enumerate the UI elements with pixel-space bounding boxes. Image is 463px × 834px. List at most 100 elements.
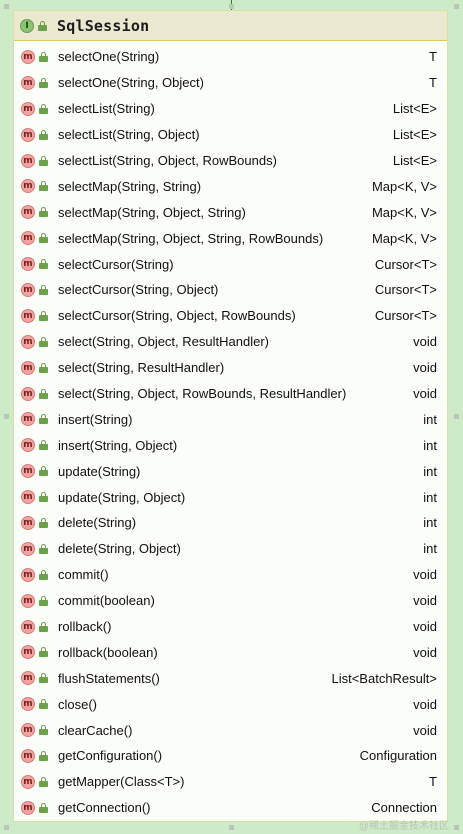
method-icon: m <box>21 697 35 712</box>
public-lock-icon <box>39 725 48 736</box>
method-signature: clearCache() <box>58 722 133 738</box>
method-return-type: void <box>413 386 437 402</box>
method-return-type: Map<K, V> <box>371 204 437 220</box>
public-lock-icon <box>39 103 48 114</box>
method-signature: insert(String) <box>58 411 133 427</box>
method-return-type: Configuration <box>359 748 437 764</box>
method-signature: select(String, Object, ResultHandler) <box>58 334 269 350</box>
resize-handle-bottom-center[interactable] <box>229 825 234 830</box>
method-return-type: void <box>413 567 437 583</box>
method-return-type: Map<K, V> <box>371 230 437 246</box>
resize-handle-bottom-left[interactable] <box>4 825 9 830</box>
method-icon: m <box>21 386 35 401</box>
method-row[interactable]: m getConfiguration() Configuration <box>14 743 447 769</box>
method-icon: m <box>21 412 35 427</box>
public-lock-icon <box>39 569 48 580</box>
public-lock-icon <box>39 336 48 347</box>
method-signature: select(String, ResultHandler) <box>58 360 225 376</box>
method-icon: m <box>21 231 35 246</box>
resize-handle-middle-right[interactable] <box>454 414 459 419</box>
public-lock-icon <box>39 388 48 399</box>
method-return-type: void <box>413 696 437 712</box>
resize-handle-top-center[interactable] <box>229 4 234 9</box>
public-lock-icon <box>39 750 48 761</box>
public-lock-icon <box>39 543 48 554</box>
public-lock-icon <box>39 362 48 373</box>
resize-handle-top-left[interactable] <box>4 4 9 9</box>
method-return-type: List<E> <box>392 127 437 143</box>
resize-handle-middle-left[interactable] <box>4 414 9 419</box>
public-lock-icon <box>39 207 48 218</box>
method-icon: m <box>21 334 35 349</box>
public-lock-icon <box>39 310 48 321</box>
method-icon: m <box>21 179 35 194</box>
method-return-type: void <box>413 619 437 635</box>
method-signature: selectList(String, Object, RowBounds) <box>58 153 277 168</box>
method-signature: delete(String, Object) <box>58 541 181 557</box>
method-row[interactable]: m insert(String) int <box>14 406 447 432</box>
method-signature: getConfiguration() <box>58 748 163 764</box>
method-return-type: int <box>423 463 437 479</box>
method-icon: m <box>21 49 35 64</box>
public-lock-icon <box>39 802 48 813</box>
public-lock-icon <box>39 647 48 658</box>
method-icon: m <box>21 127 35 142</box>
method-signature: rollback() <box>58 619 112 635</box>
public-lock-icon <box>38 20 47 31</box>
method-return-type: int <box>423 437 437 453</box>
class-header[interactable]: I SqlSession <box>14 11 447 41</box>
public-lock-icon <box>39 699 48 710</box>
interface-icon: I <box>20 18 34 33</box>
method-row[interactable]: m rollback() void <box>14 614 447 640</box>
public-lock-icon <box>39 414 48 425</box>
method-signature: getConnection() <box>58 800 151 816</box>
public-lock-icon <box>39 51 48 62</box>
resize-handle-top-right[interactable] <box>454 4 459 9</box>
method-signature: delete(String) <box>58 515 137 531</box>
method-icon: m <box>21 723 35 738</box>
public-lock-icon <box>39 259 48 270</box>
public-lock-icon <box>39 155 48 166</box>
method-return-type: int <box>423 515 437 531</box>
method-icon: m <box>21 800 35 815</box>
method-return-type: int <box>423 411 437 427</box>
method-icon: m <box>21 257 35 272</box>
method-icon: m <box>21 774 35 789</box>
method-signature: selectMap(String, String) <box>58 178 202 194</box>
resize-handle-bottom-right[interactable] <box>454 825 459 830</box>
method-icon: m <box>21 619 35 634</box>
method-return-type: T <box>429 75 437 91</box>
method-icon: m <box>21 748 35 763</box>
public-lock-icon <box>39 129 48 140</box>
method-icon: m <box>21 490 35 505</box>
method-signature: rollback(boolean) <box>58 644 158 660</box>
